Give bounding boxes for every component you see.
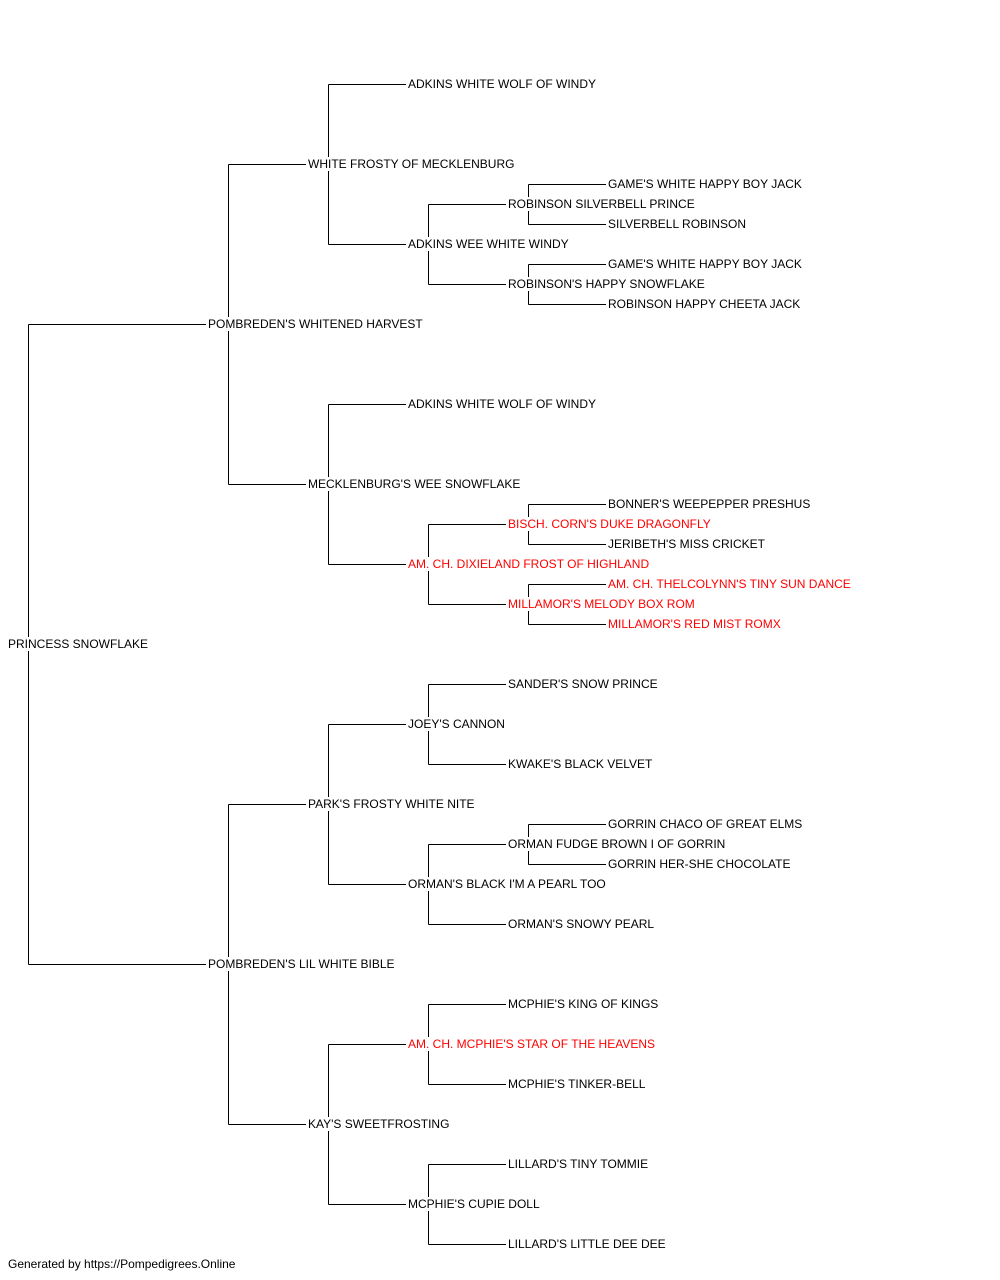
dam-sire-dam-sire-name: ORMAN FUDGE BROWN I OF GORRIN [508,837,728,851]
sire-sire-name: WHITE FROSTY OF MECKLENBURG [308,157,517,171]
dam-sire-sire-dam-name: KWAKE'S BLACK VELVET [508,757,655,771]
sire-sire-dam-dam-name: ROBINSON'S HAPPY SNOWFLAKE [508,277,707,291]
dam-sire-dam-sire-sire-name: GORRIN CHACO OF GREAT ELMS [608,817,805,831]
dam-dam-sire-sire-name: MCPHIE'S KING OF KINGS [508,997,661,1011]
sire-dam-dam-dam-name: MILLAMOR'S MELODY BOX ROM [508,597,697,611]
sire-sire-dam-sire-sire-name: GAME'S WHITE HAPPY BOY JACK [608,177,804,191]
sire-sire-dam-dam-dam-name: ROBINSON HAPPY CHEETA JACK [608,297,803,311]
sire-dam-name: MECKLENBURG'S WEE SNOWFLAKE [308,477,523,491]
dam-dam-dam-dam-name: LILLARD'S LITTLE DEE DEE [508,1237,668,1251]
sire-sire-dam-name: ADKINS WEE WHITE WINDY [408,237,571,251]
dam-sire-dam-dam-name: ORMAN'S SNOWY PEARL [508,917,657,931]
dam-name: POMBREDEN'S LIL WHITE BIBLE [208,957,397,971]
dam-sire-name: PARK'S FROSTY WHITE NITE [308,797,477,811]
dam-dam-dam-sire-name: LILLARD'S TINY TOMMIE [508,1157,651,1171]
sire-dam-dam-sire-sire-name: BONNER'S WEEPEPPER PRESHUS [608,497,813,511]
dam-dam-sire-name: AM. CH. MCPHIE'S STAR OF THE HEAVENS [408,1037,657,1051]
sire-sire-sire-name: ADKINS WHITE WOLF OF WINDY [408,77,598,91]
sire-sire-dam-sire-dam-name: SILVERBELL ROBINSON [608,217,749,231]
dam-sire-dam-name: ORMAN'S BLACK I'M A PEARL TOO [408,877,608,891]
sire-dam-dam-dam-sire-name: AM. CH. THELCOLYNN'S TINY SUN DANCE [608,577,853,591]
sire-sire-dam-sire-name: ROBINSON SILVERBELL PRINCE [508,197,697,211]
sire-name: POMBREDEN'S WHITENED HARVEST [208,317,425,331]
dam-sire-dam-sire-dam-name: GORRIN HER-SHE CHOCOLATE [608,857,793,871]
dam-sire-sire-sire-name: SANDER'S SNOW PRINCE [508,677,660,691]
dam-dam-sire-dam-name: MCPHIE'S TINKER-BELL [508,1077,648,1091]
sire-dam-dam-sire-name: BISCH. CORN'S DUKE DRAGONFLY [508,517,713,531]
subject-name: PRINCESS SNOWFLAKE [8,637,151,651]
dam-dam-dam-name: MCPHIE'S CUPIE DOLL [408,1197,542,1211]
sire-dam-dam-sire-dam-name: JERIBETH'S MISS CRICKET [608,537,767,551]
footer-credit: Generated by https://Pompedigrees.Online [8,1257,236,1271]
sire-dam-sire-name: ADKINS WHITE WOLF OF WINDY [408,397,598,411]
dam-sire-sire-name: JOEY'S CANNON [408,717,507,731]
sire-dam-dam-dam-dam-name: MILLAMOR'S RED MIST ROMX [608,617,783,631]
sire-sire-dam-dam-sire-name: GAME'S WHITE HAPPY BOY JACK [608,257,804,271]
dam-dam-name: KAY'S SWEETFROSTING [308,1117,452,1131]
sire-dam-dam-name: AM. CH. DIXIELAND FROST OF HIGHLAND [408,557,652,571]
